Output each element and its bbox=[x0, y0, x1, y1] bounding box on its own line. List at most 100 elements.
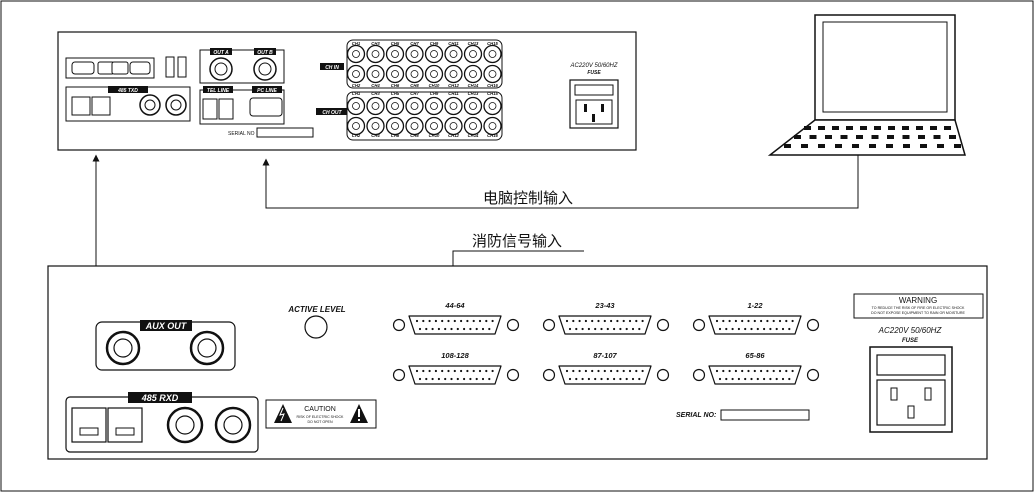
db-screw bbox=[692, 318, 706, 332]
caution-text-2: DO NOT OPEN bbox=[307, 420, 332, 424]
db-pin bbox=[731, 377, 734, 381]
channel-label: CH10 bbox=[429, 133, 440, 138]
db-pin bbox=[772, 319, 775, 323]
channel-label: CH2 bbox=[352, 133, 361, 138]
bnc-jack-inner bbox=[410, 50, 419, 58]
db-pin bbox=[447, 369, 450, 373]
laptop-key bbox=[903, 144, 910, 148]
db-pin bbox=[734, 319, 738, 323]
laptop-key bbox=[801, 144, 808, 148]
laptop-key bbox=[835, 144, 842, 148]
channel-label: CH7 bbox=[410, 91, 419, 96]
laptop-key bbox=[944, 126, 951, 130]
bottom-power-rating: AC220V 50/60HZ bbox=[878, 326, 943, 335]
db-pin bbox=[750, 377, 753, 381]
bnc-jack-inner bbox=[371, 102, 380, 110]
db-pin bbox=[791, 319, 794, 323]
top-fuse-holder bbox=[574, 84, 614, 96]
laptop-key bbox=[809, 135, 817, 139]
laptop-key bbox=[933, 135, 941, 139]
rj45-port bbox=[107, 407, 143, 443]
db-pin bbox=[450, 327, 453, 331]
db-pin bbox=[728, 319, 731, 323]
txd-label: 485 TXD bbox=[117, 88, 138, 94]
top-iec-pin bbox=[592, 114, 595, 122]
laptop-key bbox=[794, 135, 801, 139]
out-b-label-bg bbox=[254, 48, 276, 55]
top-unit: OUT A OUT B 485 TXD TEL LINE PC LINE SER… bbox=[57, 31, 637, 151]
rj45-port bbox=[91, 96, 111, 116]
db-pin bbox=[628, 369, 632, 373]
db-pin bbox=[606, 327, 609, 331]
db-pin bbox=[431, 377, 434, 381]
db-pin bbox=[622, 369, 625, 373]
bnc-jack-inner bbox=[410, 102, 419, 110]
bnc-jack-inner bbox=[430, 102, 438, 110]
db-pin bbox=[444, 327, 447, 331]
db-pin bbox=[715, 319, 719, 323]
rj45-port bbox=[71, 96, 91, 116]
channel-label: CH16 bbox=[487, 133, 498, 138]
ch-out-label: CH OUT bbox=[322, 110, 342, 116]
db-range-label: 87-107 bbox=[593, 351, 617, 360]
bnc-jack-inner bbox=[410, 122, 419, 130]
db-pin bbox=[472, 369, 475, 373]
db-pin bbox=[616, 319, 619, 323]
bnc-jack-inner bbox=[449, 122, 458, 130]
db-pin bbox=[734, 369, 738, 373]
rxd-jack-inner bbox=[223, 415, 243, 435]
bnc-jack-inner bbox=[449, 50, 458, 58]
db-pin bbox=[478, 369, 482, 373]
rj-port bbox=[111, 61, 129, 75]
db-pin bbox=[491, 319, 494, 323]
db-pin bbox=[788, 327, 791, 331]
bnc-jack-inner bbox=[391, 122, 399, 130]
bnc-jack-inner bbox=[449, 102, 458, 110]
bnc-jack-inner bbox=[352, 50, 360, 58]
bnc-jack-inner bbox=[488, 70, 497, 78]
ch-out-label-bg bbox=[316, 108, 348, 115]
db-screw bbox=[806, 318, 820, 332]
db-pin bbox=[463, 377, 466, 381]
bottom-fuse-label: FUSE bbox=[902, 338, 919, 344]
db-pin bbox=[481, 377, 485, 381]
db-pin bbox=[587, 377, 591, 381]
top-serial-label: SERIAL NO bbox=[228, 131, 255, 137]
db-range-label: 1-22 bbox=[747, 301, 763, 310]
laptop-icon bbox=[767, 14, 966, 156]
out-b-jack-inner bbox=[258, 62, 272, 76]
laptop-key bbox=[902, 135, 910, 139]
db-pin bbox=[641, 319, 644, 323]
db-pin bbox=[591, 369, 594, 373]
channel-label: CH5 bbox=[391, 91, 400, 96]
bnc-jack-inner bbox=[391, 102, 399, 110]
bnc-jack-inner bbox=[469, 122, 477, 130]
bottom-iec-pin bbox=[907, 405, 915, 419]
bnc-jack-inner bbox=[352, 70, 360, 78]
db-screw bbox=[542, 368, 556, 382]
db-pin bbox=[722, 319, 725, 323]
db-pin bbox=[485, 369, 488, 373]
db-pin bbox=[603, 369, 606, 373]
laptop-key bbox=[818, 126, 825, 130]
db-pin bbox=[722, 369, 725, 373]
warning-title: WARNING bbox=[899, 296, 937, 305]
db-pin bbox=[441, 369, 444, 373]
laptop-key bbox=[920, 144, 927, 148]
db-pin bbox=[450, 377, 453, 381]
db25-connector bbox=[408, 365, 502, 385]
caution-text-1: RISK OF ELECTRIC SHOCK bbox=[297, 415, 345, 419]
db-pin bbox=[460, 369, 463, 373]
pc-control-input-label: 电脑控制输入 bbox=[483, 189, 573, 207]
db-pin bbox=[434, 369, 437, 373]
db-pin bbox=[594, 327, 597, 331]
laptop-key bbox=[852, 144, 859, 148]
txd-jack-inner bbox=[170, 99, 182, 111]
bnc-jack-inner bbox=[430, 122, 438, 130]
db-pin bbox=[760, 369, 763, 373]
laptop-keys bbox=[784, 126, 961, 148]
db-pin bbox=[456, 377, 459, 381]
bottom-unit: AUX OUT ACTIVE LEVEL 485 RXD CAUTION RIS… bbox=[47, 265, 988, 460]
